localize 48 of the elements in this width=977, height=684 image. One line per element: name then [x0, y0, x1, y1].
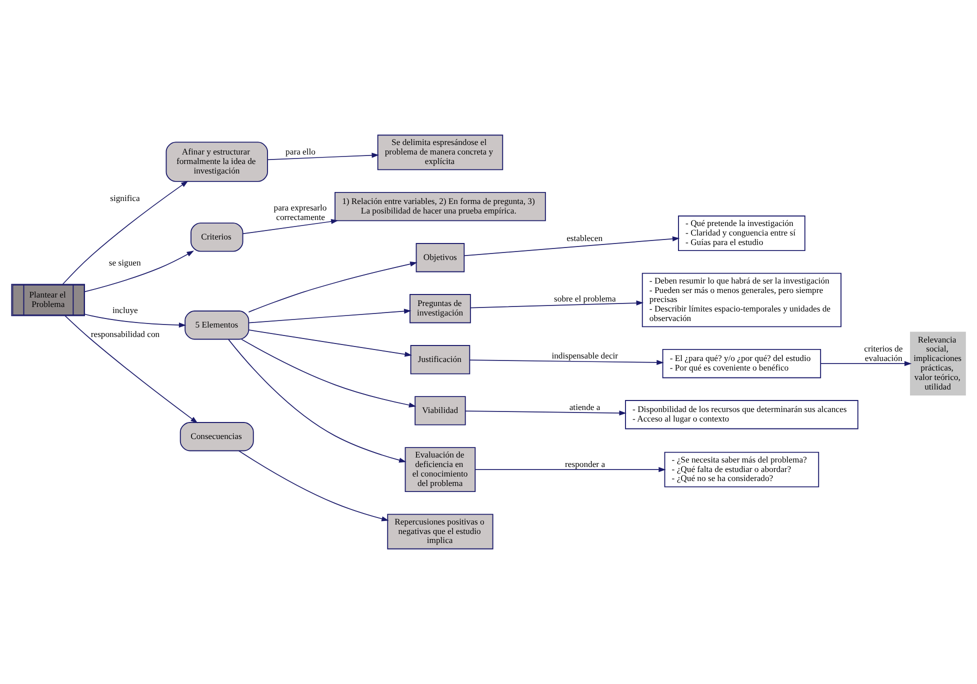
arrow: [228, 339, 406, 463]
arrow: [248, 330, 412, 357]
node-box: - ¿Se necesita saber más del problema? - ¿Qué falta de estudiar o abordar? - ¿Qué no se ha considerado?: [664, 452, 820, 488]
arrow: [62, 180, 188, 285]
edge-label: para ello: [286, 146, 316, 157]
edge-label: criterios de evaluación: [864, 344, 903, 364]
node-box: - Deben resumir lo que habrá de ser la investigación - Pueden ser más o menos generales, pero siempre precisas - Describir límites espacio-temporales y unidades de observación: [642, 272, 842, 328]
node-box: Viabilidad: [414, 396, 466, 426]
node-box: Afinar y estructurar formalmente la idea de investigación: [166, 142, 268, 182]
node-box: Relevancia social, implicaciones prácticas, valor teórico, utilidad: [910, 332, 966, 396]
arrow: [820, 361, 912, 366]
node-box: 1) Relación entre variables, 2) En forma de pregunta, 3) La posibilidad de hacer una prueba empírica.: [334, 192, 546, 222]
node-box: Objetivos: [416, 243, 465, 272]
node-box: - Disponbilidad de los recursos que determinarán sus alcances - Acceso al lugar o contexto: [625, 400, 858, 430]
arrow: [474, 467, 666, 472]
arrow: [84, 314, 186, 328]
edge-label: para expresarlo correctamente: [274, 202, 327, 222]
node-box: Justificación: [410, 345, 470, 374]
node-box: Criterios: [190, 222, 244, 252]
arrow: [238, 450, 389, 522]
arrow: [248, 308, 412, 324]
edge-label: sobre el problema: [554, 293, 616, 304]
arrow: [64, 315, 198, 424]
edge-label: responder a: [565, 459, 606, 470]
arrow: [248, 262, 418, 312]
edge-label: atiende a: [569, 402, 600, 412]
arrow: [465, 410, 626, 416]
edge-label: indispensable decir: [552, 350, 618, 361]
arrow: [469, 360, 664, 366]
node-box: Se delimita espresándose el problema de manera concreta y explícita: [377, 134, 504, 170]
arrow: [241, 338, 416, 408]
edge-label: significa: [110, 192, 140, 203]
edge-label: responsabilidad con: [90, 328, 160, 339]
node-box: Evaluación de deficiencia en el conocimiento del problema: [404, 447, 476, 492]
arrow: [470, 300, 644, 308]
edge-label: incluye: [112, 305, 138, 316]
node-box: Consecuencias: [180, 422, 254, 452]
node-box: - Qué pretende la investigación - Claridad y conguencia entre sí - Guías para el estudio: [678, 216, 806, 251]
edge-label: se siguen: [108, 257, 141, 268]
node-box: 5 Elementos: [184, 310, 250, 340]
arrow: [464, 236, 680, 256]
node-box: Preguntas de investigación: [410, 294, 471, 324]
arrow: [84, 250, 194, 292]
edge-label: establecen: [566, 232, 603, 243]
node-box: - El ¿para qué? y/o ¿por qué? del estudio - Por qué es coveniente o benéfico: [662, 348, 822, 378]
arrow: [267, 152, 379, 160]
arrow: [242, 219, 338, 234]
node-box: Repercusiones positivas o negativas que el estudio implica: [387, 514, 494, 550]
